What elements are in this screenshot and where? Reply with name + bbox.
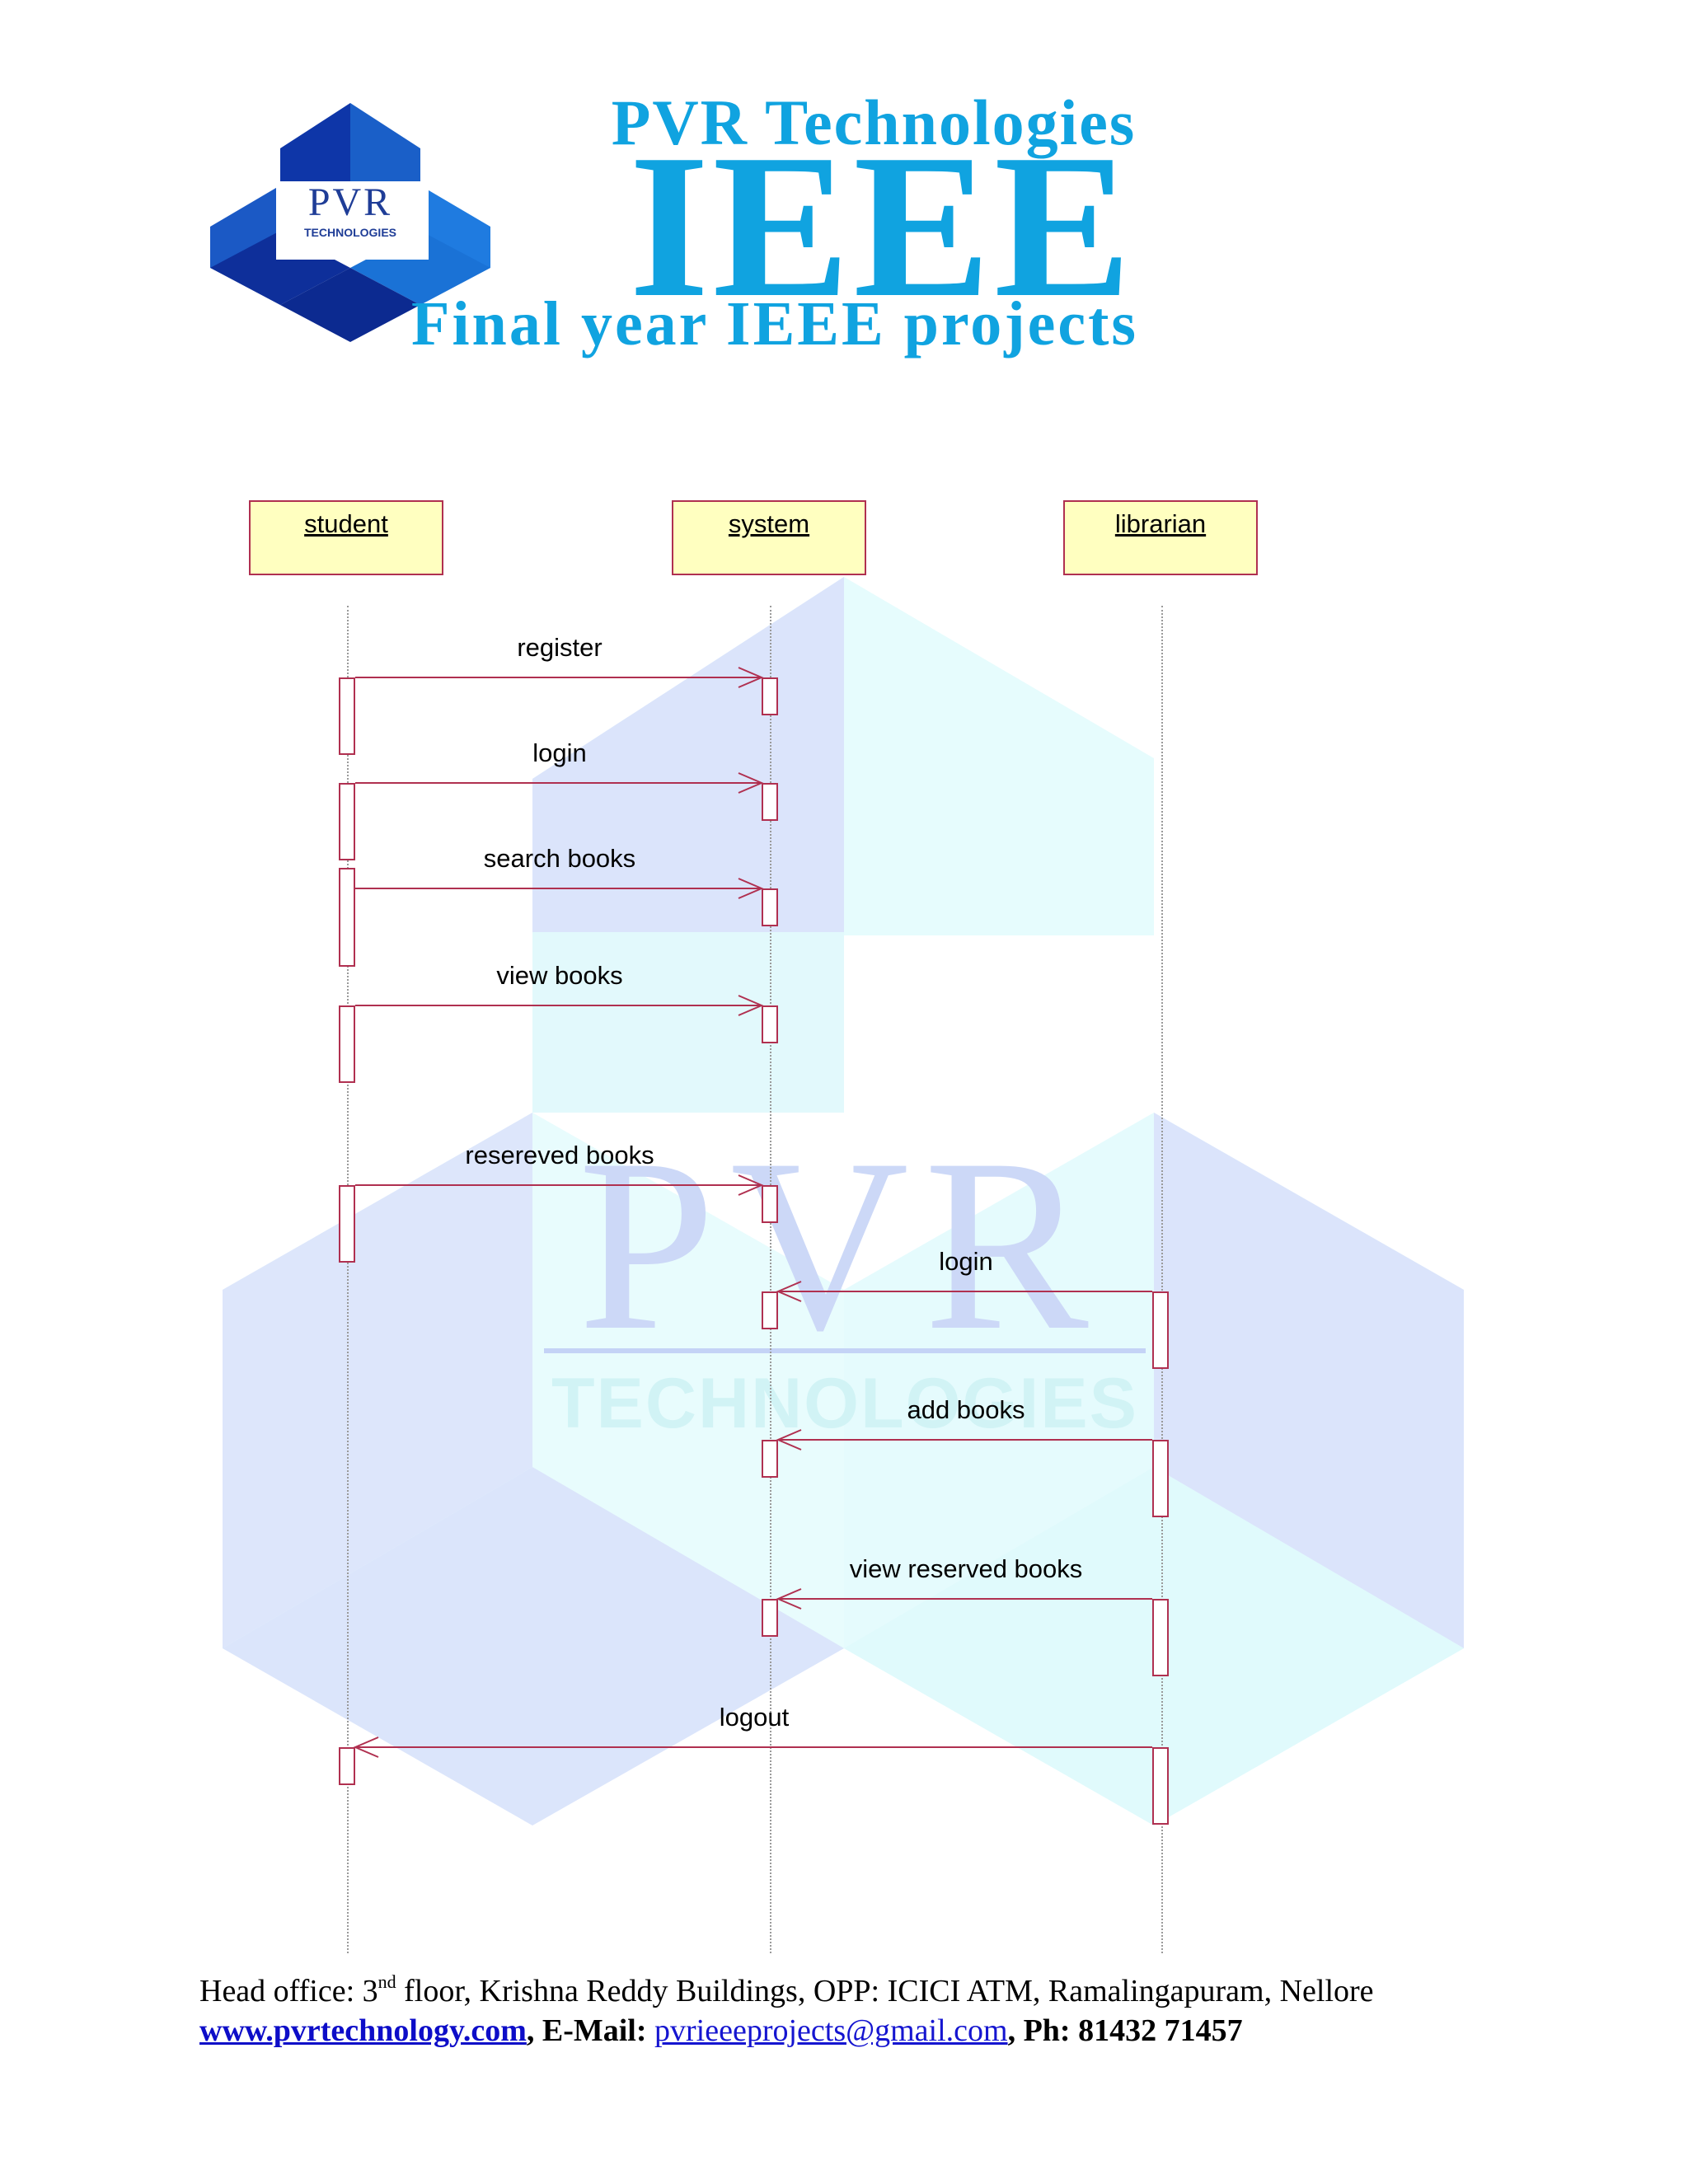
lifeline-librarian-label: librarian: [1114, 509, 1207, 538]
brand-title: PVR Technologies: [611, 87, 1137, 158]
head-office-address: floor, Krishna Reddy Buildings, OPP: ICI…: [396, 1974, 1374, 2008]
email-label: , E-Mail:: [526, 2013, 655, 2048]
activation-student: [339, 1747, 355, 1785]
head-office-ordinal: nd: [377, 1971, 396, 1992]
lifeline-student-label: student: [304, 509, 388, 538]
message-arrow-view-books: [355, 995, 764, 1016]
message-label-login: login: [532, 738, 587, 767]
phone-number: 81432 71457: [1078, 2013, 1243, 2048]
activation-student: [339, 783, 355, 860]
activation-librarian: [1152, 1291, 1169, 1369]
lifeline-system-line: [770, 606, 771, 1953]
message-label-search-books: search books: [483, 844, 636, 873]
lifeline-system-box: system: [672, 500, 866, 575]
message-label-view-books: view books: [496, 961, 623, 990]
brand-tagline: Final year IEEE projects: [411, 289, 1138, 359]
brand-ieee: IEEE: [629, 112, 1135, 340]
message-label-register: register: [517, 633, 603, 662]
activation-system: [762, 677, 778, 715]
lifeline-librarian-line: [1161, 606, 1163, 1953]
footer-contact: www.pvrtechnology.com, E-Mail: pvrieeepr…: [199, 2013, 1601, 2050]
activation-system: [762, 1005, 778, 1043]
email-link[interactable]: pvrieeeprojects@gmail.com: [654, 2013, 1008, 2048]
lifeline-librarian-box: librarian: [1063, 500, 1258, 575]
message-label-librarian-login: login: [939, 1247, 993, 1276]
message-arrow-register: [355, 667, 764, 688]
activation-student: [339, 1005, 355, 1083]
logo-technologies-text: TECHNOLOGIES: [303, 226, 396, 239]
message-arrow-login: [355, 772, 764, 794]
logo-pvr-text: PVR: [307, 180, 393, 224]
website-link[interactable]: www.pvrtechnology.com: [199, 2013, 527, 2048]
message-label-add-books: add books: [907, 1395, 1025, 1424]
activation-librarian: [1152, 1747, 1169, 1825]
lifeline-system-label: system: [728, 509, 810, 538]
lifeline-student-line: [347, 606, 349, 1953]
activation-student: [339, 1185, 355, 1263]
message-arrow-view-reserved-books: [776, 1588, 1152, 1610]
activation-librarian: [1152, 1440, 1169, 1517]
message-arrow-add-books: [776, 1429, 1152, 1451]
message-arrow-librarian-login: [776, 1281, 1152, 1302]
lifeline-student-box: student: [249, 500, 443, 575]
header: PVR TECHNOLOGIES PVR Technologies IEEE F…: [0, 0, 1688, 387]
message-label-logout: logout: [719, 1703, 790, 1732]
activation-student: [339, 677, 355, 755]
activation-system: [762, 1599, 778, 1637]
phone-label: , Ph:: [1007, 2013, 1079, 2048]
activation-system: [762, 888, 778, 926]
message-arrow-resereved-books: [355, 1174, 764, 1196]
activation-librarian: [1152, 1599, 1169, 1676]
activation-system: [762, 783, 778, 821]
message-arrow-search-books: [355, 878, 764, 899]
hexagon-cube-logo-icon: [210, 103, 490, 342]
message-label-view-reserved-books: view reserved books: [849, 1554, 1083, 1583]
head-office-prefix: Head office: 3: [199, 1974, 378, 2008]
activation-system: [762, 1291, 778, 1329]
message-arrow-logout: [353, 1736, 1152, 1758]
activation-system: [762, 1440, 778, 1478]
activation-student: [339, 868, 355, 967]
message-label-resereved-books: resereved books: [465, 1141, 654, 1169]
footer-head-office: Head office: 3nd floor, Krishna Reddy Bu…: [199, 1973, 1601, 2011]
activation-system: [762, 1185, 778, 1223]
footer: Head office: 3nd floor, Krishna Reddy Bu…: [199, 1973, 1601, 2050]
